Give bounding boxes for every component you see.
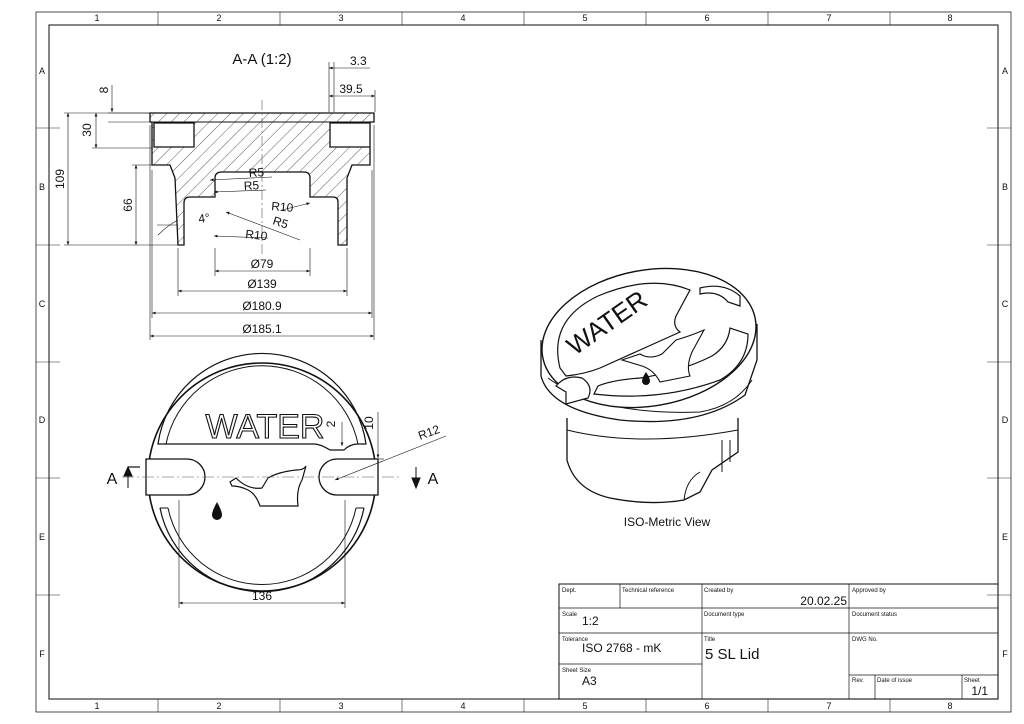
top-view-water-text: WATER: [206, 408, 325, 446]
col-label-top: 7: [826, 13, 831, 23]
slot-left: [145, 458, 206, 496]
tb-sheet-value: 1/1: [971, 684, 988, 698]
row-label-right: B: [1002, 182, 1008, 192]
iso-slot-left: [555, 376, 591, 405]
handle-icon: [229, 465, 307, 507]
top-plate-inner: [165, 365, 359, 445]
row-label-left: F: [39, 649, 45, 659]
iso-view: WATER ISO-Metric View: [540, 267, 758, 529]
section-title: A-A (1:2): [232, 51, 291, 68]
col-label-top: 3: [338, 13, 343, 23]
dim-3-3: 3.3: [350, 54, 367, 68]
dim-angle-4: 4°: [197, 210, 211, 225]
tb-sheet-size-label: Sheet Size: [562, 668, 592, 674]
tb-scale-label: Scale: [562, 612, 578, 618]
section-marker-right: A: [428, 471, 439, 488]
iso-slot-right: [699, 285, 741, 307]
tb-rev-label: Rev.: [852, 678, 864, 684]
title-block: [558, 583, 999, 700]
row-label-right: E: [1002, 532, 1008, 542]
iso-handle-icon: [620, 328, 706, 383]
iso-droplet-icon: [642, 372, 650, 385]
iso-caption: ISO-Metric View: [624, 515, 711, 529]
tb-sheet-label: Sheet: [964, 678, 980, 684]
dim-dia-180-9: Ø180.9: [242, 299, 282, 313]
dim-10: 10: [362, 416, 376, 430]
row-label-left: B: [39, 182, 45, 192]
col-label-top: 4: [460, 13, 465, 23]
section-view: A-A (1:2): [53, 51, 376, 340]
tb-sheet-size-value: A3: [582, 674, 597, 688]
dim-66: 66: [121, 198, 135, 212]
col-label-top: 6: [704, 13, 709, 23]
col-label-bottom: 1: [94, 701, 99, 711]
tb-doc-status-label: Document status: [852, 612, 897, 618]
col-label-bottom: 5: [582, 701, 587, 711]
col-label-bottom: 7: [826, 701, 831, 711]
dim-109: 109: [53, 169, 67, 189]
dim-136: 136: [252, 589, 272, 603]
row-label-right: A: [1002, 66, 1008, 76]
dim-r12: R12: [416, 422, 442, 443]
col-label-bottom: 8: [947, 701, 952, 711]
row-label-right: C: [1002, 299, 1009, 309]
dim-2: 2: [324, 420, 338, 427]
tb-title-value: 5 SL Lid: [705, 646, 760, 663]
tb-title-label: Title: [704, 637, 716, 643]
dim-8: 8: [97, 86, 111, 93]
bottom-plate-inner: [167, 507, 357, 585]
row-label-left: A: [39, 66, 45, 76]
top-view: WATER A A 2 10 R12 136: [107, 352, 447, 608]
tb-created-date: 20.02.25: [800, 594, 847, 608]
dim-r10-b: R10: [245, 227, 269, 243]
col-label-top: 8: [947, 13, 952, 23]
col-label-bottom: 4: [460, 701, 465, 711]
section-body: [149, 112, 375, 246]
dim-dia-139: Ø139: [247, 277, 277, 291]
tb-created-by-label: Created by: [704, 588, 733, 594]
tb-tolerance-label: Tolerance: [562, 637, 589, 643]
tb-tech-ref-label: Technical reference: [622, 588, 675, 594]
iso-lower-body: [566, 418, 739, 504]
col-label-bottom: 2: [216, 701, 221, 711]
tb-tolerance-value: ISO 2768 - mK: [582, 641, 661, 655]
dim-r10-a: R10: [271, 199, 294, 215]
col-label-top: 5: [582, 13, 587, 23]
iso-top-plate: [557, 282, 691, 377]
tb-dwg-no-label: DWG No.: [852, 637, 878, 643]
dim-r5-b: R5: [243, 178, 259, 193]
tb-dept-label: Dept.: [562, 588, 577, 594]
droplet-icon: [212, 502, 222, 520]
tb-doc-type-label: Document type: [704, 612, 745, 618]
iso-bottom-plate: [593, 327, 749, 397]
drawing-frame: [35, 11, 1012, 713]
dim-dia-185-1: Ø185.1: [242, 322, 282, 336]
title-block-text: Dept. Technical reference Created by 20.…: [562, 588, 988, 698]
tb-scale-value: 1:2: [582, 614, 599, 628]
dim-r5-c: R5: [271, 214, 290, 232]
tb-approved-by-label: Approved by: [852, 588, 886, 594]
dim-dia-79: Ø79: [251, 257, 274, 271]
col-label-top: 2: [216, 13, 221, 23]
col-label-bottom: 6: [704, 701, 709, 711]
dim-30: 30: [80, 123, 94, 137]
dim-39-5: 39.5: [339, 82, 363, 96]
dim-r5-a: R5: [248, 165, 264, 180]
row-label-right: D: [1002, 415, 1009, 425]
section-marker-left: A: [107, 471, 118, 488]
top-plate: [157, 352, 367, 451]
col-label-top: 1: [94, 13, 99, 23]
bottom-plate: [159, 507, 365, 593]
row-label-left: E: [39, 532, 45, 542]
frame-labels: 1 2 3 4 5 6 7 8 1 2 3 4 5 6 7 8 A B C D …: [39, 13, 1009, 711]
tb-date-of-issue-label: Date of issue: [877, 678, 913, 684]
row-label-left: D: [39, 415, 46, 425]
row-label-right: F: [1002, 649, 1008, 659]
col-label-bottom: 3: [338, 701, 343, 711]
row-label-left: C: [39, 299, 46, 309]
